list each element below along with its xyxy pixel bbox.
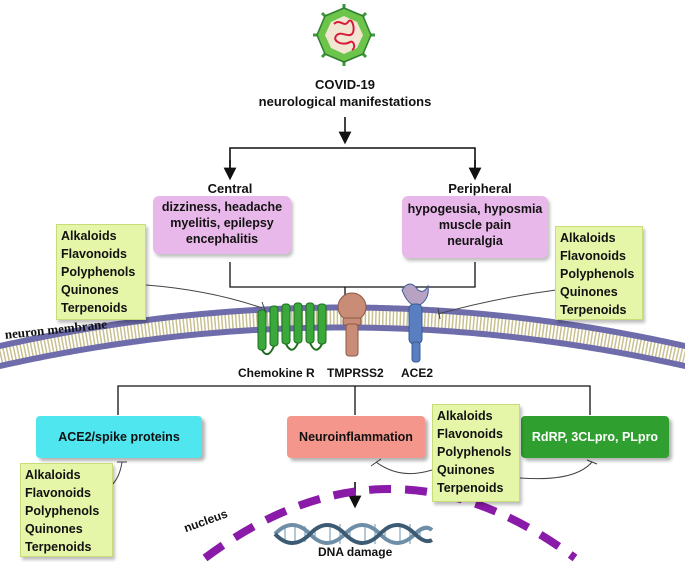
peripheral-heading: Peripheral	[448, 181, 512, 196]
peripheral-line-2: muscle pain	[438, 218, 512, 232]
compound-item: Alkaloids	[437, 409, 493, 423]
central-line-3: encephalitis	[185, 232, 259, 246]
compound-item: Flavonoids	[25, 486, 91, 500]
compounds-list-top-left: Alkaloids Flavonoids Polyphenols Quinone…	[56, 224, 146, 320]
nucleus-envelope	[202, 485, 578, 562]
compound-item: Terpenoids	[61, 301, 128, 315]
dna-helix-icon	[273, 523, 434, 545]
central-heading: Central	[207, 181, 253, 196]
central-line-1: dizziness, headache	[161, 200, 283, 214]
chemokine-receptor-icon	[257, 302, 327, 356]
diagram-title: COVID-19 neurological manifestations	[230, 76, 460, 110]
peripheral-symptoms-box: hypogeusia, hyposmia muscle pain neuralg…	[402, 196, 548, 258]
ace2-icon	[401, 283, 429, 363]
title-line-2: neurological manifestations	[258, 94, 432, 109]
title-line-1: COVID-19	[315, 77, 375, 92]
bifurcation-arrows	[223, 117, 482, 181]
target-tree-lines	[117, 385, 591, 415]
dna-damage-label: DNA damage	[318, 545, 393, 559]
compounds-list-top-right: Alkaloids Flavonoids Polyphenols Quinone…	[555, 226, 643, 320]
receptor-label-ace2: ACE2	[401, 366, 434, 380]
inhibition-lines	[145, 284, 557, 320]
compound-item: Quinones	[25, 522, 83, 536]
compound-item: Terpenoids	[25, 540, 92, 554]
compound-item: Terpenoids	[560, 303, 627, 317]
compounds-list-middle: Alkaloids Flavonoids Polyphenols Quinone…	[432, 404, 520, 502]
peripheral-line-3: neuralgia	[447, 234, 503, 248]
compound-item: Flavonoids	[560, 249, 626, 263]
receptor-label-tmprss2: TMPRSS2	[327, 366, 384, 380]
compounds-list-bottom-left: Alkaloids Flavonoids Polyphenols Quinone…	[20, 463, 113, 557]
neuroinflammation-box: Neuroinflammation	[287, 416, 425, 458]
peripheral-line-1: hypogeusia, hyposmia	[407, 202, 543, 216]
rdrp-protease-box: RdRP, 3CLpro, PLpro	[521, 416, 669, 458]
compound-item: Alkaloids	[61, 229, 117, 243]
central-line-2: myelitis, epilepsy	[170, 216, 274, 230]
compound-item: Quinones	[437, 463, 495, 477]
compound-item: Polyphenols	[437, 445, 512, 459]
receptor-label-chemokine: Chemokine R	[238, 366, 315, 380]
central-symptoms-box: dizziness, headache myelitis, epilepsy e…	[153, 196, 291, 254]
compound-item: Polyphenols	[560, 267, 635, 281]
compound-item: Terpenoids	[437, 481, 504, 495]
compound-item: Flavonoids	[437, 427, 503, 441]
virus-icon	[313, 4, 375, 66]
ace2-spike-box: ACE2/spike proteins	[36, 416, 202, 458]
compound-item: Polyphenols	[25, 504, 100, 518]
compound-item: Alkaloids	[560, 231, 616, 245]
compound-item: Flavonoids	[61, 247, 127, 261]
tmprss2-icon	[337, 292, 367, 357]
bottom-inhibition-lines	[92, 458, 598, 495]
compound-item: Alkaloids	[25, 468, 81, 482]
compound-item: Polyphenols	[61, 265, 136, 279]
compound-item: Quinones	[560, 285, 618, 299]
compound-item: Quinones	[61, 283, 119, 297]
